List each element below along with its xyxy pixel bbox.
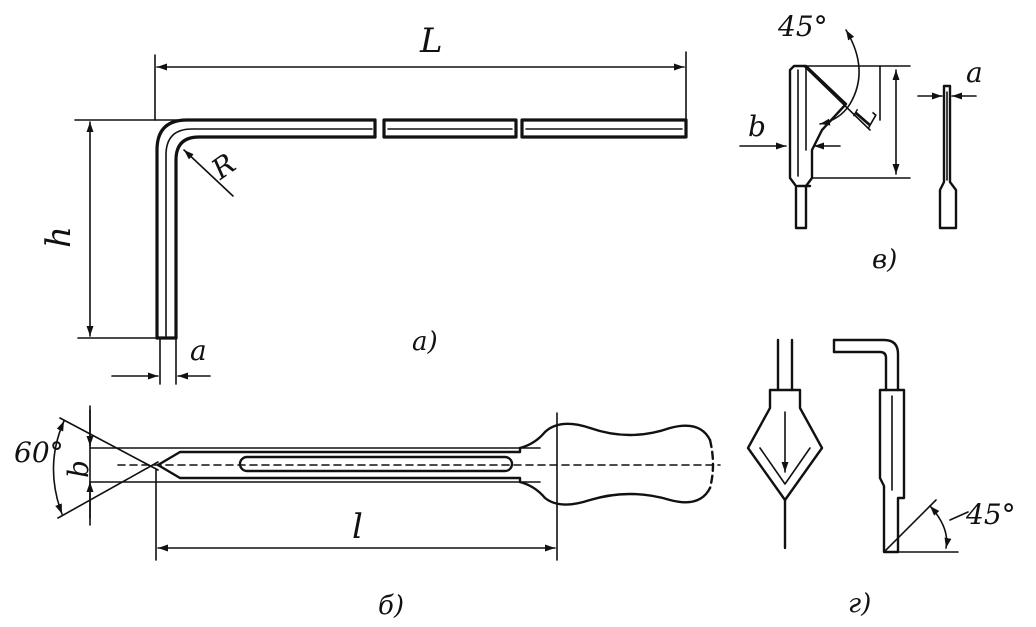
view-v-tip [739, 29, 977, 230]
radius-leader [183, 149, 234, 197]
view-a-l-key [74, 51, 688, 385]
label-45-deg-view-v: 45° [777, 10, 828, 43]
label-45-deg-view-g: 45° [965, 498, 1016, 531]
label-a: a [190, 334, 207, 367]
label-60-deg: 60° [14, 436, 64, 469]
label-b-view-b: b [62, 460, 95, 478]
label-a-view-v: a [966, 56, 983, 89]
label-L-view-v: L [846, 100, 884, 133]
key-outline-inner [174, 135, 377, 340]
view-b-flat-key [52, 405, 721, 561]
view-g-tips [746, 338, 969, 554]
label-R: R [205, 147, 242, 187]
label-L: L [419, 21, 443, 61]
caption-a: а) [412, 327, 438, 357]
caption-b: б) [378, 591, 404, 621]
label-l: l [352, 507, 363, 547]
key-outline-outer [155, 118, 377, 340]
label-h: h [39, 226, 79, 248]
caption-v: в) [872, 245, 897, 275]
label-b-view-v: b [748, 110, 766, 143]
caption-g: г) [848, 589, 871, 619]
